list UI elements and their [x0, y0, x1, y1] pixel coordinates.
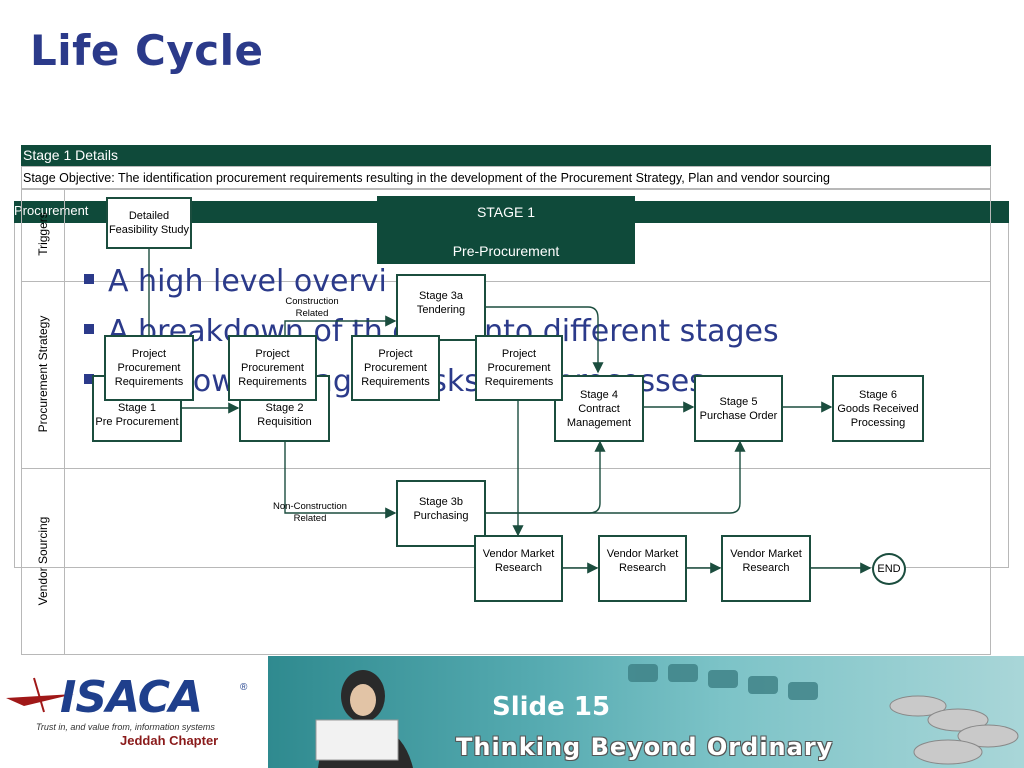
node-line: Stage 5 [719, 395, 758, 408]
node-line: Requirements [361, 376, 430, 388]
label-line: Related [293, 513, 327, 524]
node-line: Research [494, 561, 543, 574]
node-end: END [872, 553, 906, 585]
lane-divider-strategy [21, 468, 991, 469]
node-line: Procurement [241, 362, 304, 374]
slide-number: Slide 15 [492, 692, 611, 722]
node-line: Tendering [416, 303, 466, 316]
stage-banner-subtitle: Pre-Procurement [452, 243, 560, 259]
lane-divider-vertical [64, 189, 65, 655]
footer-slogan: Thinking Beyond Ordinary [456, 733, 834, 761]
chapter-name: Jeddah Chapter [120, 733, 219, 748]
stage-objective: Stage Objective: The identification proc… [21, 166, 991, 189]
connector-stage3a-stage4 [486, 306, 604, 374]
node-line: Contract [578, 402, 620, 415]
isaca-logo: ISACA [60, 672, 203, 723]
node-line: Requirements [484, 376, 554, 388]
node-line: Stage 3b [418, 495, 464, 508]
node-line: Stage 3a [418, 289, 464, 302]
bullet-marker [84, 323, 94, 334]
logo-tagline: Trust in, and value from, information sy… [36, 722, 215, 732]
node-line: Vendor Market [730, 547, 802, 560]
stage-banner-title: STAGE 1 [476, 204, 536, 220]
node-line: Purchase Order [699, 409, 778, 422]
node-line: Research [742, 561, 790, 574]
back-slide-bar-label: Procurement [14, 203, 89, 218]
node-line: Feasibility Study [108, 224, 190, 236]
node-line: Goods Received [837, 402, 919, 415]
node-line: Vendor Market [606, 547, 679, 560]
bullet-marker [84, 373, 94, 384]
node-line: Research [618, 561, 667, 574]
logo-registered-mark: ® [240, 682, 248, 693]
node-line: Stage 6 [859, 388, 897, 401]
node-line: Detailed [128, 210, 170, 222]
node-line: Management [566, 416, 632, 429]
label-line: Non-Construction [273, 501, 347, 512]
stage-details-header: Stage 1 Details [21, 145, 991, 166]
node-line: Stage 1 [118, 401, 156, 414]
banner-illustration [315, 664, 1019, 768]
bullet-text: A high level overvi [108, 264, 387, 299]
slide-title: Life Cycle [30, 26, 264, 75]
node-line: Requirements [114, 376, 184, 388]
connector-stage3b-stage4 [486, 440, 606, 514]
connector-stage3b-vmr [486, 440, 746, 514]
logo-area [0, 656, 268, 768]
node-line: Project [378, 348, 413, 360]
node-line: Stage 2 [265, 401, 304, 414]
node-line: Procurement [364, 362, 427, 374]
footer-banner [268, 656, 1024, 768]
label-line: Construction [285, 296, 339, 307]
node-line: Requirements [238, 376, 307, 388]
label-line: Related [295, 308, 329, 319]
node-line: Vendor Market [482, 547, 555, 560]
node-line: Requisition [257, 415, 312, 428]
connector-stage2-stage3b [284, 442, 397, 519]
node-line: Stage 4 [580, 388, 618, 401]
stage-1-banner: STAGE 1 Pre-Procurement [377, 196, 635, 264]
node-line: Project [255, 348, 290, 360]
node-line: Processing [850, 416, 906, 429]
logo-swoosh-icon [6, 677, 74, 713]
node-line: Procurement [117, 362, 181, 374]
node-line: Pre Procurement [95, 415, 179, 428]
node-line: Project [501, 348, 537, 360]
bullet-marker [84, 273, 94, 284]
node-line: Procurement [487, 362, 551, 374]
node-line: Project [131, 348, 167, 360]
bullet-item: A high level overvi [84, 264, 387, 299]
swimlane-grid [21, 189, 991, 655]
node-line: Purchasing [413, 509, 469, 522]
lane-divider-triggers [21, 281, 991, 282]
